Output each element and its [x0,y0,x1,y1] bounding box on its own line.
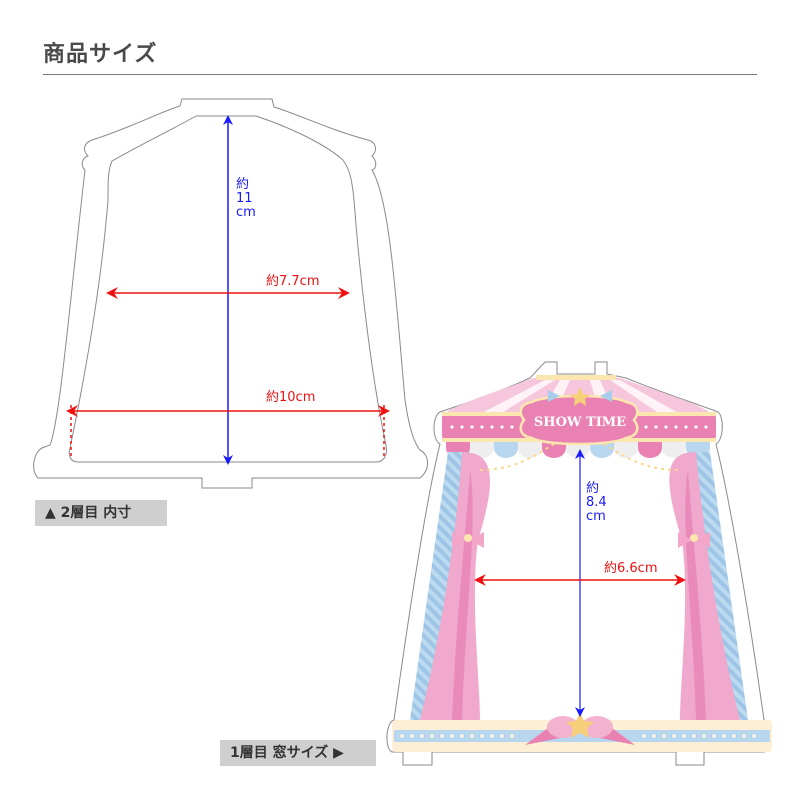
title-divider [43,74,757,75]
layer2-bottom-width-label: 約10cm [266,390,316,405]
show-time-sign: SHOW TIME [519,387,639,446]
layer2-outline [33,98,428,489]
layer2-caption: ▲ 2層目 内寸 [35,500,167,526]
stage-illustration: SHOW TIME [386,361,772,766]
layer2-mid-width-label: 約7.7cm [266,274,320,289]
layer1-width-label: 約6.6cm [604,561,658,576]
layer1-caption: 1層目 窓サイズ ▶ [220,740,376,766]
page-title: 商品サイズ [43,42,158,67]
bow-ornament [525,712,635,745]
svg-text:SHOW TIME: SHOW TIME [534,415,626,430]
